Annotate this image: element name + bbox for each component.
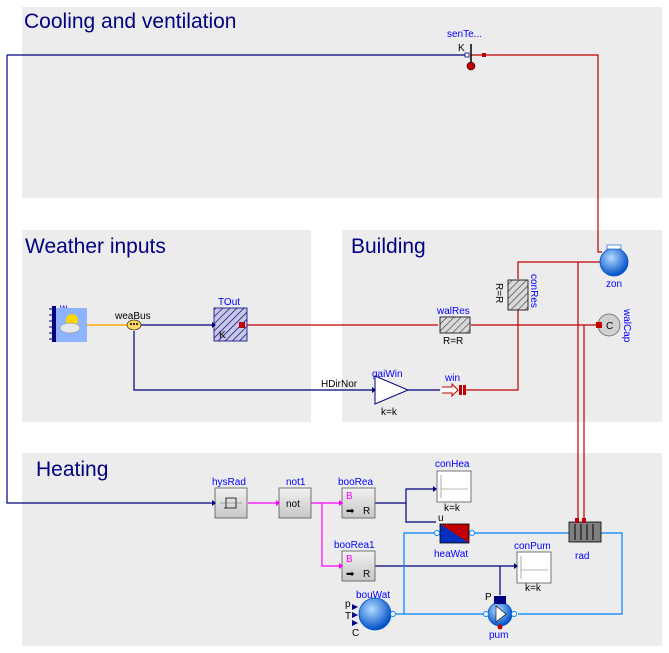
component-weaDat[interactable]: w... (49, 303, 87, 342)
connection-rad-pum[interactable] (518, 532, 623, 615)
TOut-port-label: K (219, 330, 226, 341)
bouWat-port-p: p (345, 599, 351, 610)
bouWat-label: bouWat (356, 590, 390, 601)
conHea-label: conHea (435, 459, 470, 470)
walCap-icon-text: C (606, 321, 613, 332)
walRes-param: R=R (443, 336, 463, 347)
walCap-label: walCap (621, 308, 632, 343)
conHea-param: k=k (444, 503, 461, 514)
conRes-param: R=R (493, 283, 504, 303)
connection-win-conRes[interactable] (466, 310, 519, 391)
component-pum[interactable]: P pum (483, 592, 517, 641)
pum-label: pum (489, 630, 508, 641)
booRea1-arrow-icon: ➡ (346, 569, 355, 580)
component-hysRad[interactable]: hysRad (212, 477, 248, 519)
conPum-param: k=k (525, 583, 542, 594)
TOut-label: TOut (218, 297, 240, 308)
region-title-cooling: Cooling and ventilation (24, 10, 236, 33)
senTe-port-label: K (458, 43, 465, 54)
rad-label: rad (575, 551, 589, 562)
component-zon[interactable]: zon (599, 244, 629, 290)
component-senTe[interactable]: senTe... K (447, 29, 486, 71)
booRea1-label: booRea1 (334, 540, 375, 551)
booRea-in-label: B (346, 491, 353, 502)
connection-senTe-zon[interactable] (471, 54, 602, 253)
connection-weaBus-gaiWin[interactable] (133, 331, 375, 391)
port-markers (212, 322, 518, 569)
booRea1-out-label: R (363, 569, 370, 580)
senTe-label: senTe... (447, 29, 482, 40)
connection-conRes-zon[interactable] (517, 261, 600, 279)
connection-booRea-heaWat[interactable] (405, 503, 436, 523)
hysRad-label: hysRad (212, 477, 246, 488)
region-title-building: Building (351, 235, 426, 258)
connection-pum-heaWat[interactable] (403, 532, 485, 615)
not1-icon-text: not (286, 499, 300, 510)
gaiWin-param: k=k (381, 407, 398, 418)
component-conPum[interactable]: conPum k=k (514, 541, 552, 594)
component-TOut[interactable]: TOut K (213, 297, 248, 342)
booRea1-in-label: B (346, 554, 353, 565)
connection-booRea-conHea[interactable] (375, 488, 436, 504)
component-weaBus[interactable]: weaBus (114, 311, 151, 331)
component-conRes[interactable]: conRes R=R (493, 274, 539, 311)
component-rad[interactable]: rad (568, 518, 602, 562)
heaWat-port-label: u (438, 513, 444, 524)
region-title-weather: Weather inputs (25, 235, 166, 258)
component-walCap[interactable]: C walCap (596, 308, 632, 343)
component-walRes[interactable]: walRes R=R (436, 306, 471, 347)
zon-label: zon (606, 279, 622, 290)
walRes-label: walRes (436, 306, 470, 317)
booRea-label: booRea (338, 477, 373, 488)
connection-senTe-hysRad[interactable] (6, 54, 465, 504)
bouWat-port-T: T (345, 611, 351, 622)
heaWat-label: heaWat (434, 549, 468, 560)
gaiWin-input-label: HDirNor (321, 379, 358, 390)
pum-port-label: P (485, 592, 492, 603)
gaiWin-label: gaiWin (372, 369, 403, 380)
component-bouWat[interactable]: bouWat p T C (345, 590, 396, 639)
component-win[interactable]: win (442, 373, 466, 398)
conPum-label: conPum (514, 541, 551, 552)
region-title-heating: Heating (36, 458, 108, 481)
conRes-label: conRes (528, 274, 539, 308)
weaBus-label: weaBus (114, 311, 151, 322)
component-conHea[interactable]: conHea k=k (435, 459, 472, 514)
region-cooling: Cooling and ventilation (22, 7, 662, 198)
booRea-arrow-icon: ➡ (346, 506, 355, 517)
booRea-out-label: R (363, 506, 370, 517)
connections (6, 54, 623, 615)
bouWat-port-C: C (352, 628, 359, 639)
component-booRea[interactable]: booRea B ➡ R (338, 477, 376, 519)
component-booRea1[interactable]: booRea1 B ➡ R (334, 540, 376, 582)
win-label: win (444, 373, 460, 384)
not1-label: not1 (286, 477, 306, 488)
component-heaWat[interactable]: u heaWat (434, 513, 475, 560)
connection-not1-booRea1[interactable] (321, 503, 342, 567)
component-not1[interactable]: not1 not (278, 477, 312, 519)
